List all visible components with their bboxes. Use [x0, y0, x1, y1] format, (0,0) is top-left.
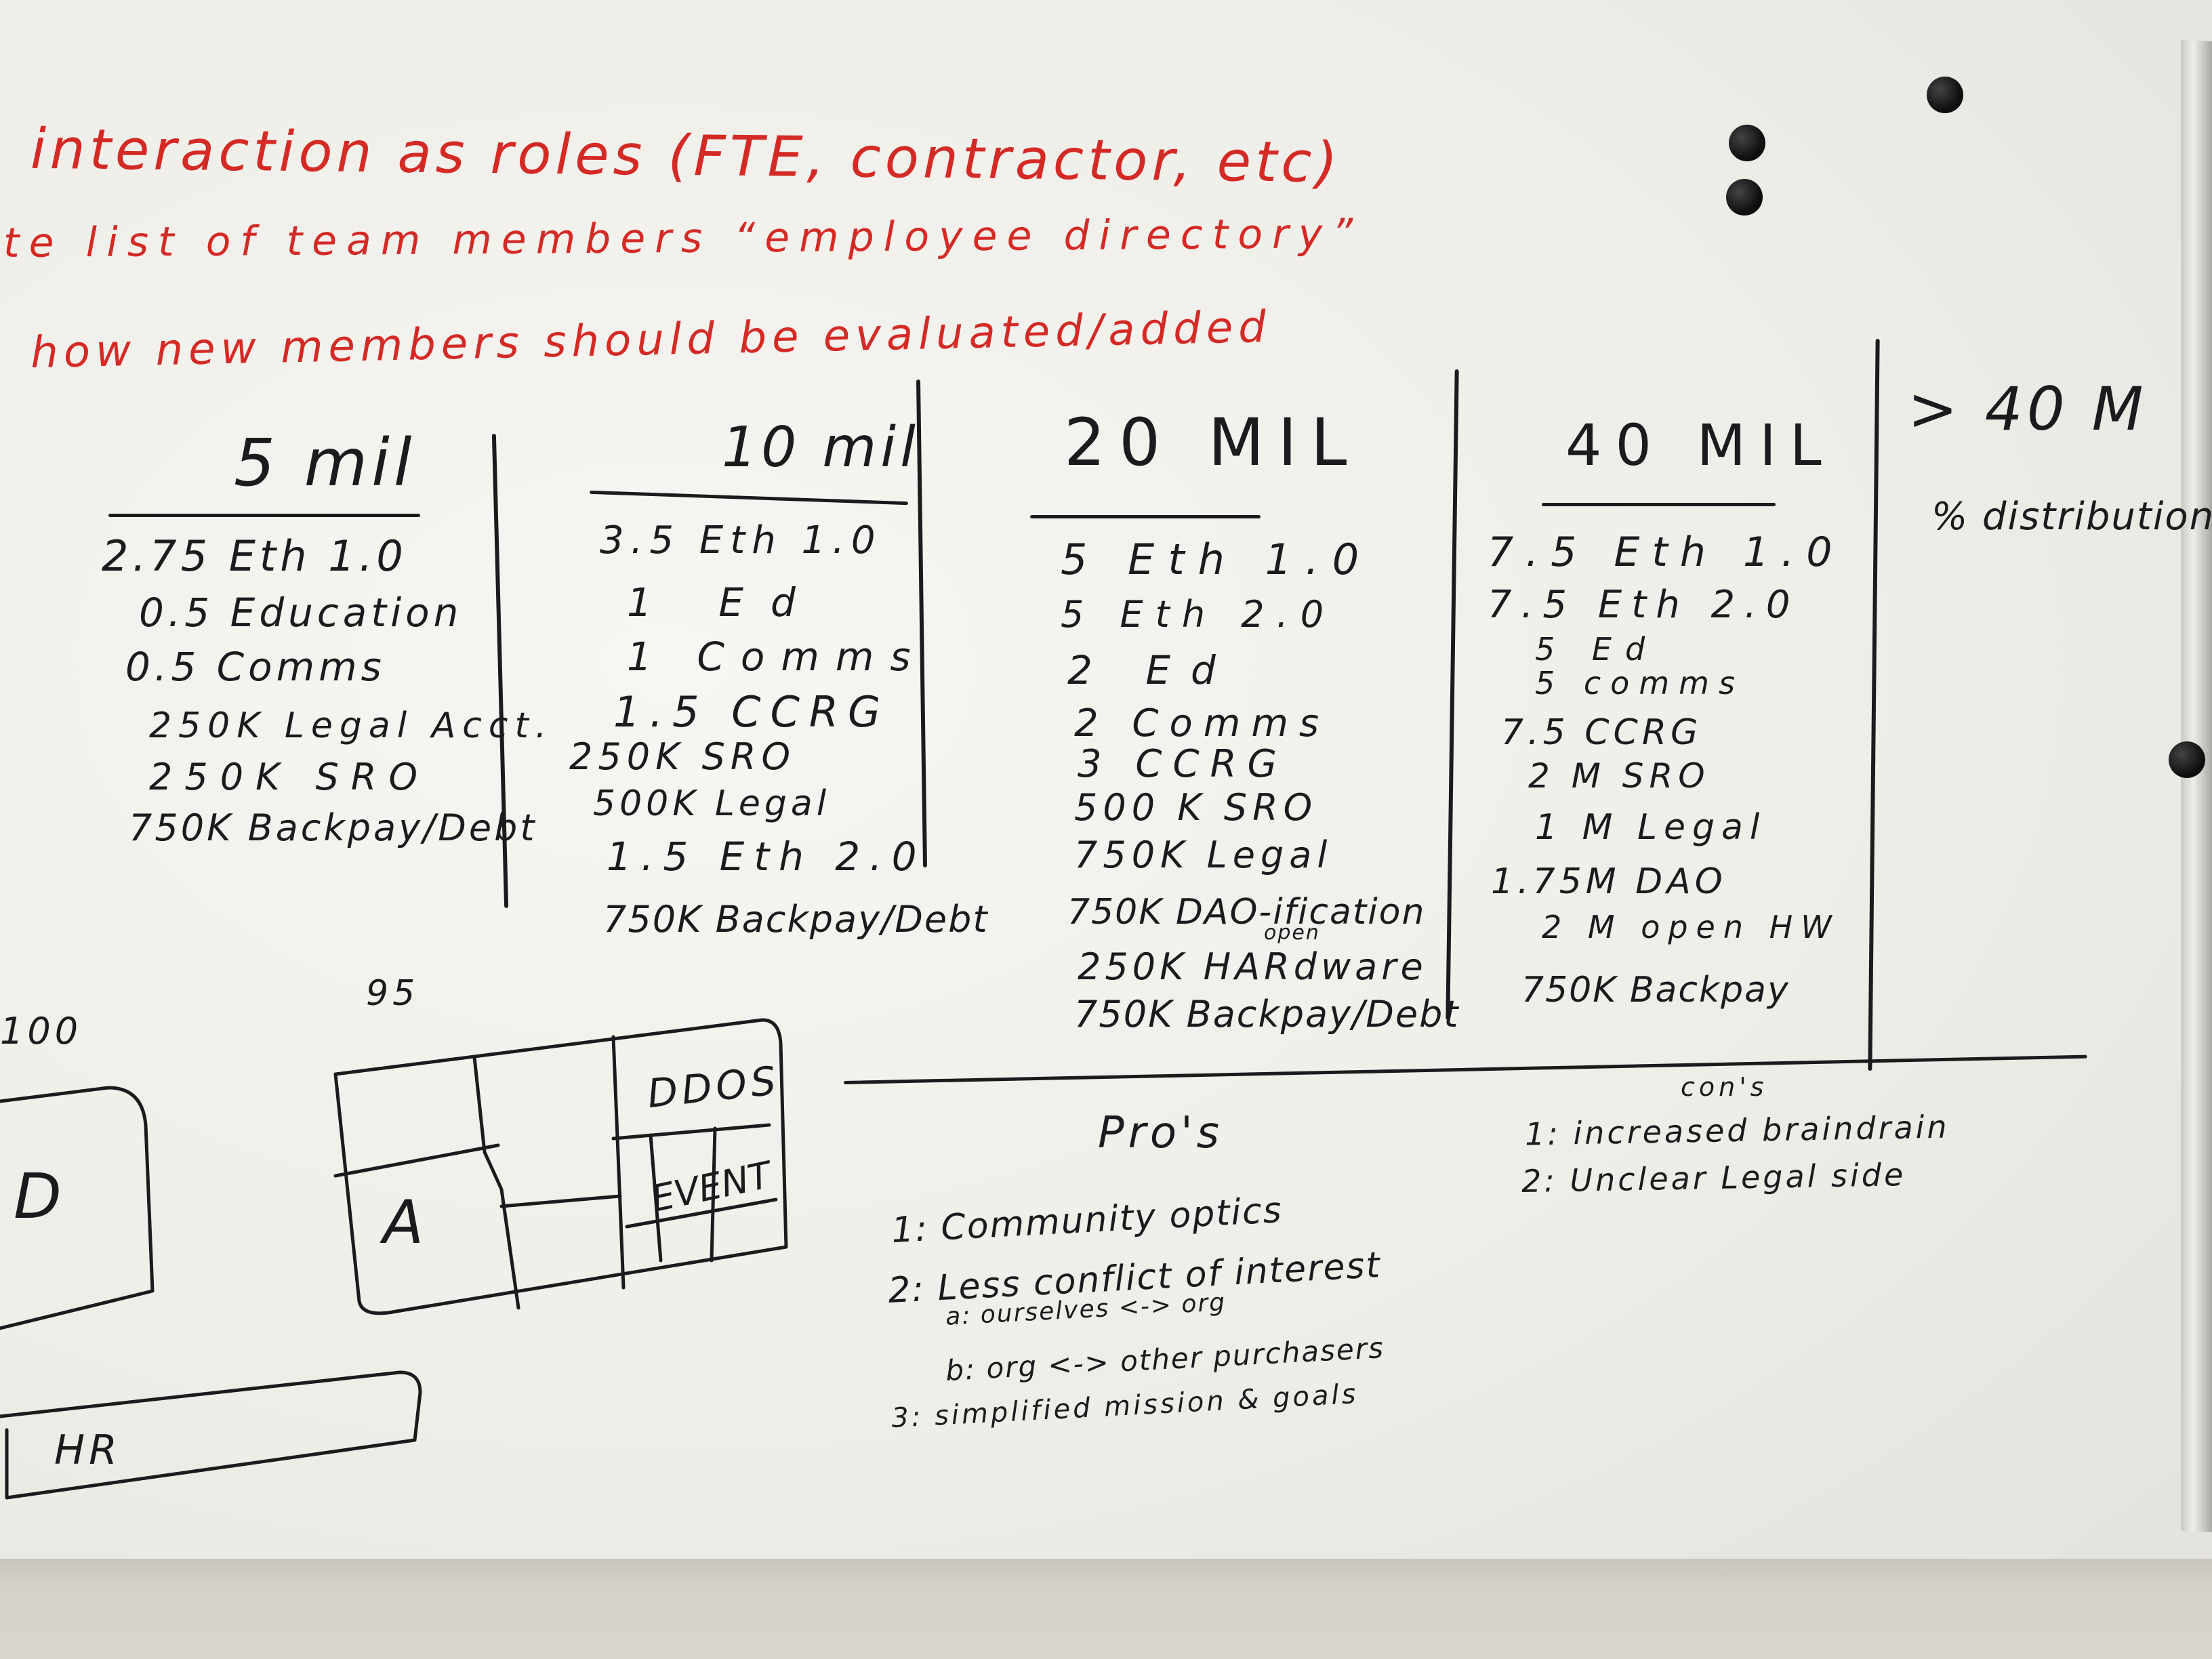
budget-item: 750K Legal	[1074, 834, 1333, 876]
budget-item: 2 Comms	[1074, 701, 1330, 745]
budget-item: 7.5 Eth 2.0	[1488, 583, 1800, 627]
wall-below-board	[0, 1559, 2212, 1659]
budget-item: 3.5 Eth 1.0	[600, 518, 882, 562]
budget-item: 1 Ed	[627, 579, 823, 626]
budget-item: 750K Backpay/Debt	[129, 806, 537, 849]
cons-title: con's	[1681, 1072, 1768, 1102]
budget-item: 750K Backpay	[1521, 970, 1790, 1010]
budget-item: 500K Legal	[593, 783, 831, 824]
budget-item: 2 M open HW	[1542, 909, 1840, 945]
budget-item: 5 Eth 2.0	[1061, 593, 1336, 636]
sketch-cell-a: A	[383, 1187, 428, 1257]
column-header-over-40m: > 40 M	[1908, 374, 2148, 444]
budget-item: 2 Ed	[1067, 647, 1236, 693]
pros-title: Pro's	[1098, 1108, 1223, 1158]
column-header-20mil: 20 MIL	[1064, 405, 1361, 480]
magnet	[2169, 741, 2205, 778]
budget-item: 5 Ed	[1535, 631, 1659, 668]
budget-item: 5 comms	[1535, 665, 1744, 701]
budget-item: 5 Eth 1.0	[1061, 535, 1373, 584]
header-underline	[1030, 515, 1261, 518]
budget-item: 3 CCRG	[1078, 742, 1288, 786]
budget-item: 2.75 Eth 1.0	[102, 531, 407, 581]
budget-item: 7.5 CCRG	[1501, 712, 1702, 753]
budget-item: open	[1264, 921, 1320, 945]
budget-item: 2 M SRO	[1528, 756, 1711, 796]
sketch-cell-d: D	[14, 1160, 66, 1233]
magnet	[1726, 179, 1763, 216]
sketch-label-100: 100	[0, 1010, 83, 1052]
column-header-10mil: 10 mil	[722, 415, 920, 480]
budget-item: % distribution	[1931, 495, 2212, 539]
budget-item: 1.5 CCRG	[613, 687, 890, 737]
column-header-5mil: 5 mil	[234, 425, 416, 501]
budget-item: 250K Legal Acct.	[149, 705, 554, 746]
budget-item: 1.75M DAO	[1491, 861, 1727, 902]
budget-item: 7.5 Eth 1.0	[1488, 529, 1845, 576]
budget-item: 1 Comms	[627, 634, 927, 680]
sketch-box-hr: HR	[54, 1427, 121, 1474]
budget-item: 250K SRO	[149, 756, 430, 798]
sketch-label-95: 95	[366, 973, 419, 1014]
magnet	[1729, 125, 1765, 161]
magnet	[1927, 77, 1963, 113]
header-underline	[108, 514, 420, 517]
budget-item: 750K Backpay/Debt	[603, 898, 989, 941]
budget-item: 250K SRO	[569, 735, 796, 778]
header-underline	[1542, 503, 1776, 506]
budget-item: 1 M Legal	[1535, 807, 1767, 848]
budget-item: 0.5 Comms	[125, 644, 386, 690]
budget-item: 0.5 Education	[139, 590, 463, 636]
budget-item: 1.5 Eth 2.0	[607, 834, 926, 880]
budget-item: 750K DAO-ification	[1067, 892, 1426, 933]
budget-item: 500 K SRO	[1074, 786, 1318, 829]
budget-item: 750K Backpay/Debt	[1074, 993, 1460, 1036]
column-header-40mil: 40 MIL	[1565, 412, 1835, 478]
budget-item: 250K HARdware	[1078, 945, 1427, 988]
